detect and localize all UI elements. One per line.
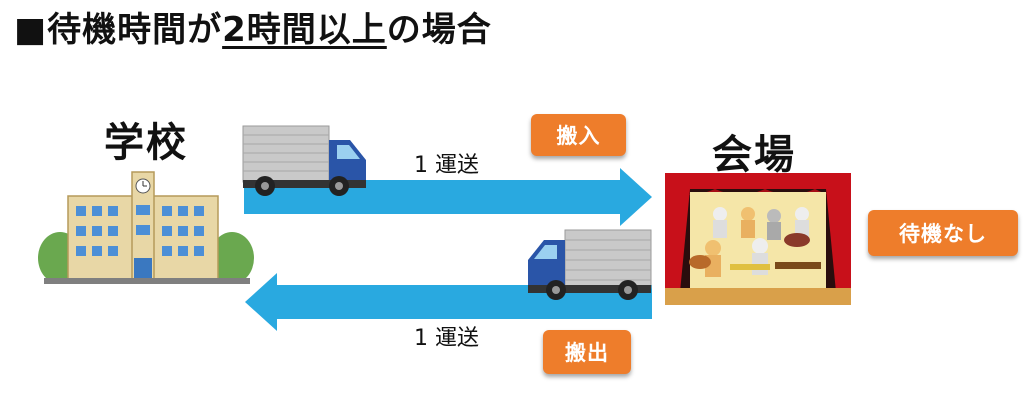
truck-icon [242,125,366,196]
carry-out-badge: 搬出 [543,330,631,374]
title-prefix: ■待機時間が [14,10,223,50]
school-label: 学校 [104,120,188,166]
carry-in-badge: 搬入 [531,114,626,156]
school-building-icon [38,171,254,284]
title-emphasis: 2時間以上 [222,10,387,50]
inbound-route-label: 1 運送 [414,326,479,351]
page-title: ■待機時間が2時間以上の場合 [14,2,492,51]
truck-icon [528,229,652,300]
outbound-route-label: 1 運送 [414,153,479,178]
no-waiting-badge: 待機なし [868,210,1018,256]
venue-label: 会場 [712,132,796,178]
concert-stage-icon [665,173,851,305]
title-suffix: の場合 [386,10,492,50]
